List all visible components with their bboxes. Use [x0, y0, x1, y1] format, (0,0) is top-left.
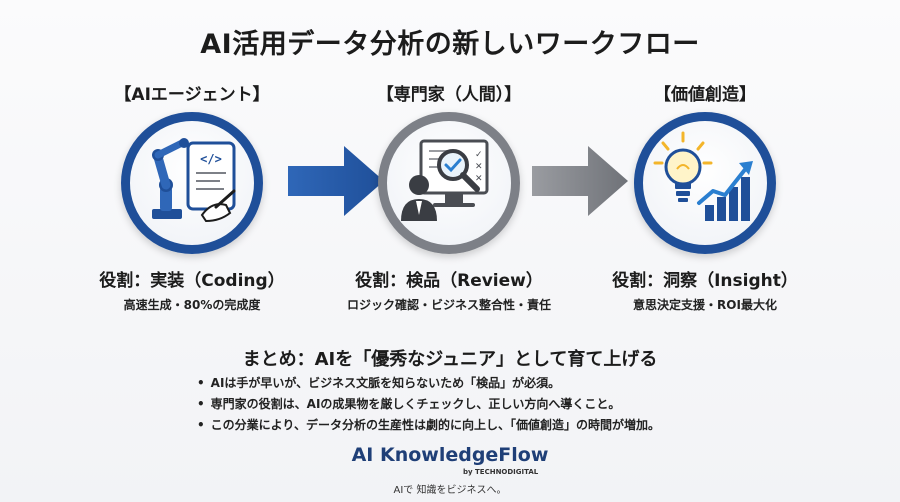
stage-heading-value: 【価値創造】: [654, 85, 756, 105]
brand-byline: by TECHNODIGITAL: [463, 468, 539, 476]
summary-bullet: AIは手が早いが、ビジネス文脈を知らないため「検品」が必須。: [197, 374, 660, 391]
summary-bullet-list: AIは手が早いが、ビジネス文脈を知らないため「検品」が必須。 専門家の役割は、A…: [197, 374, 660, 437]
expert-review-icon: ✓ ✕ ✕: [401, 139, 489, 221]
stage-role-ai-agent: 役割：実装（Coding）: [99, 271, 285, 291]
robot-arm-coding-icon: </>: [152, 138, 236, 223]
stage-role-expert: 役割：検品（Review）: [355, 271, 543, 291]
ai-agent-circle: </>: [121, 112, 263, 254]
code-glyph: </>: [200, 152, 222, 166]
lightbulb-growth-icon: [653, 131, 753, 221]
brand-logo-text: AI KnowledgeFlow: [351, 444, 549, 466]
stage-description-value: 意思決定支援・ROI最大化: [633, 298, 777, 312]
summary-title: まとめ：AIを「優秀なジュニア」として育て上げる: [242, 349, 658, 370]
svg-text:✓: ✓: [475, 150, 483, 160]
svg-text:✕: ✕: [475, 162, 483, 172]
summary-bullet: この分業により、データ分析の生産性は劇的に向上し、「価値創造」の時間が増加。: [197, 416, 660, 433]
stage-heading-expert: 【専門家（人間）】: [376, 85, 522, 105]
value-circle: [634, 112, 776, 254]
brand-tagline: AIで 知識をビジネスへ。: [393, 485, 507, 496]
arrow-right-icon: [288, 146, 384, 216]
stage-role-value: 役割：洞察（Insight）: [612, 271, 798, 291]
expert-circle: ✓ ✕ ✕: [378, 112, 520, 254]
stage-description-ai-agent: 高速生成・80%の完成度: [123, 298, 261, 312]
stage-description-expert: ロジック確認・ビジネス整合性・責任: [346, 298, 551, 312]
svg-text:✕: ✕: [475, 174, 483, 184]
summary-bullet: 専門家の役割は、AIの成果物を厳しくチェックし、正しい方向へ導くこと。: [197, 395, 660, 412]
arrow-right-icon: [532, 146, 628, 216]
page-title: AI活用データ分析の新しいワークフロー: [200, 29, 700, 60]
stage-heading-ai-agent: 【AIエージェント】: [114, 85, 270, 105]
